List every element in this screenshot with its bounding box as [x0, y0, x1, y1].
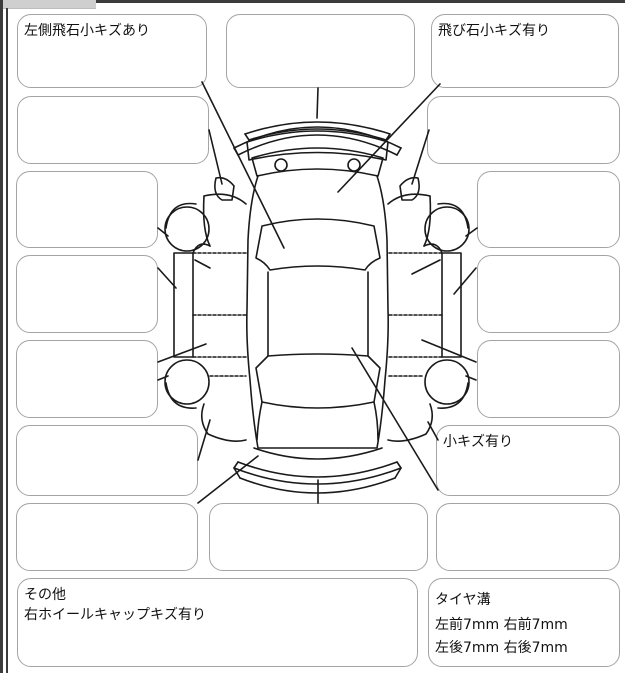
headlight-right — [347, 158, 361, 172]
note-box-left-4[interactable] — [16, 340, 158, 418]
hood-outline — [251, 147, 384, 177]
top-tab — [0, 0, 96, 9]
leader-line — [427, 421, 439, 441]
note-text-other-title: その他 — [24, 587, 66, 603]
front-bumper-inner — [237, 134, 398, 156]
leader-line — [465, 375, 477, 381]
note-text-rear-right: 小キズ有り — [443, 434, 513, 450]
note-text-other-body: 右ホイールキャップキズ有り — [24, 607, 206, 623]
note-text-tire-line2: 左後7mm 右後7mm — [435, 640, 568, 656]
leader-line — [316, 87, 319, 119]
leader-line — [453, 267, 477, 295]
note-box-left-6[interactable] — [16, 503, 198, 571]
headlight-left — [274, 158, 288, 172]
note-box-tire[interactable]: タイヤ溝 左前7mm 右前7mm 左後7mm 右後7mm — [428, 578, 620, 667]
note-box-front[interactable] — [226, 14, 415, 88]
side-strip-right — [441, 252, 462, 358]
leader-line — [197, 455, 259, 504]
wheel-front-left — [164, 206, 210, 252]
leader-line — [194, 259, 211, 269]
leader-line — [465, 227, 478, 237]
leader-line — [337, 83, 441, 193]
mirror-right — [399, 176, 420, 201]
left-frame-bar — [0, 0, 3, 673]
note-box-right-2[interactable] — [477, 171, 620, 248]
top-frame-bar — [0, 0, 625, 3]
leader-line — [157, 227, 169, 237]
leader-line — [421, 339, 477, 363]
leader-line — [351, 347, 439, 491]
leader-line — [411, 129, 430, 185]
wheel-front-right — [424, 206, 470, 252]
rear-fender-right — [387, 403, 434, 442]
note-box-right-6[interactable] — [436, 503, 620, 571]
front-bumper-inner-2 — [248, 128, 387, 141]
note-box-other[interactable]: その他 右ホイールキャップキズ有り — [17, 578, 418, 667]
note-box-left-1[interactable] — [17, 96, 209, 164]
rear-fender-left — [200, 403, 247, 442]
car-body — [246, 175, 389, 449]
leader-line — [157, 375, 169, 381]
note-text-tire-title: タイヤ溝 — [435, 592, 491, 608]
note-box-rear-right[interactable]: 小キズ有り — [436, 425, 620, 496]
leader-line — [411, 259, 441, 275]
note-box-left-2[interactable] — [16, 171, 158, 248]
note-box-front-left[interactable]: 左側飛石小キズあり — [17, 14, 207, 88]
roof — [267, 271, 369, 357]
rear-bumper-top — [253, 447, 383, 460]
note-box-right-3[interactable] — [477, 255, 620, 333]
leader-line — [157, 343, 207, 363]
note-box-rear[interactable] — [209, 503, 428, 571]
note-box-right-1[interactable] — [427, 96, 620, 164]
note-box-front-right[interactable]: 飛び石小キズ有り — [431, 14, 619, 88]
mirror-left — [214, 176, 235, 201]
note-text-front-left: 左側飛石小キズあり — [24, 23, 150, 39]
side-strip-left — [173, 252, 194, 358]
front-bumper-outer-2 — [244, 121, 391, 135]
windshield — [255, 218, 381, 271]
leader-line — [201, 81, 285, 249]
leader-line — [157, 267, 177, 289]
note-box-right-4[interactable] — [477, 340, 620, 418]
note-text-front-right: 飛び石小キズ有り — [438, 23, 550, 39]
note-text-tire-line1: 左前7mm 右前7mm — [435, 617, 568, 633]
left-frame-line — [6, 8, 8, 673]
wheel-rear-left — [164, 359, 210, 405]
leader-line — [197, 419, 211, 461]
leader-line — [208, 129, 223, 185]
note-box-left-3[interactable] — [16, 255, 158, 333]
wheel-rear-right — [424, 359, 470, 405]
